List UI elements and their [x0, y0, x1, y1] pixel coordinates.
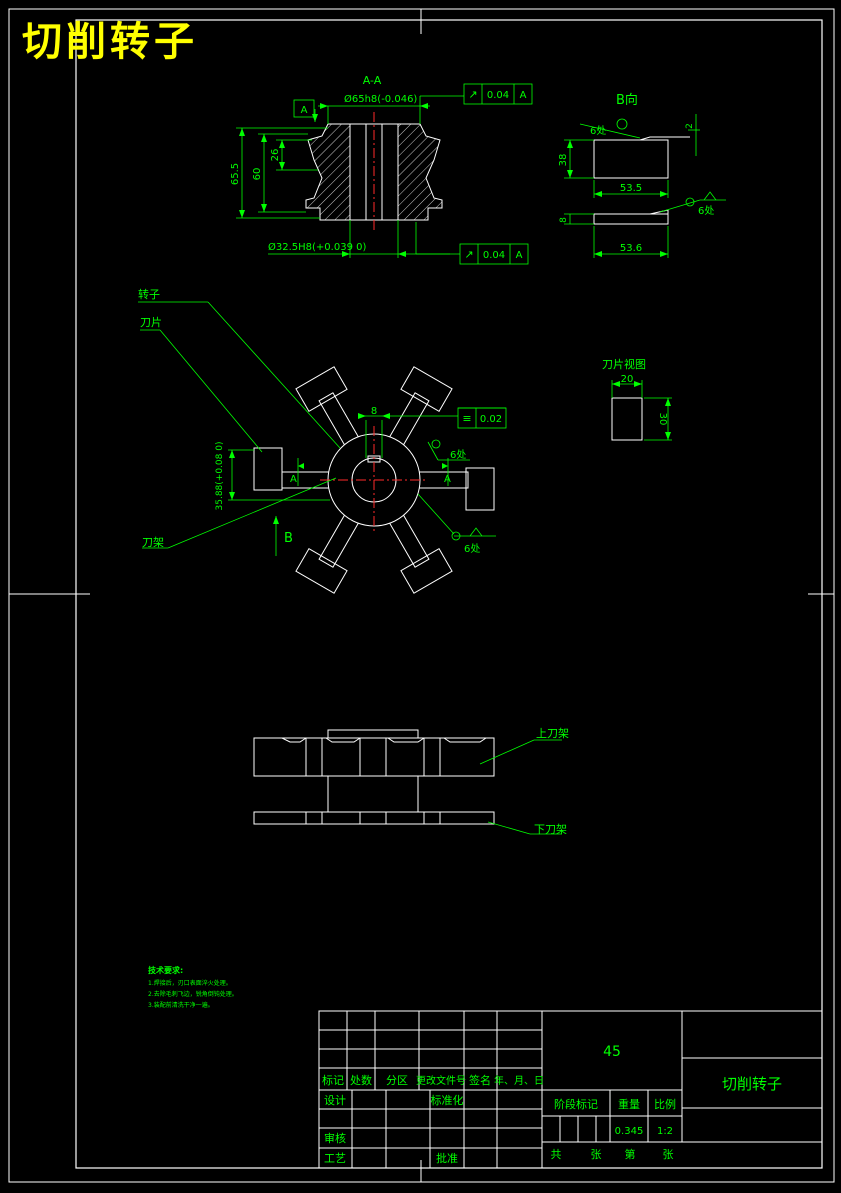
weld-symbol-icon — [685, 197, 695, 207]
tech-req-line: 3.装配前清洗干净一遍。 — [148, 1001, 214, 1009]
svg-text:分区: 分区 — [386, 1074, 408, 1087]
symmetry-icon: ≡ — [462, 412, 471, 425]
runout-icon: ↗ — [464, 248, 473, 261]
runout-icon: ↗ — [468, 88, 477, 101]
section-mark-left: A — [290, 474, 297, 485]
dim-bore: Ø32.5H8(+0.039 0) — [268, 241, 366, 253]
view-dir-b: B — [284, 531, 293, 546]
svg-text:张: 张 — [663, 1148, 674, 1161]
dim-side: 35.88(+0.08 0) — [215, 442, 225, 511]
svg-text:处数: 处数 — [350, 1074, 372, 1087]
callout-lower-holder: 下刀架 — [534, 823, 567, 836]
weld-symbol-icon — [431, 439, 441, 449]
svg-text:标准化: 标准化 — [431, 1093, 464, 1107]
callout-blade: 刀片 — [140, 316, 162, 329]
blade-dim-height: 30 — [657, 413, 668, 426]
svg-text:更改文件号: 更改文件号 — [416, 1074, 466, 1087]
tolerance-frame-bottom: ↗ 0.04 A — [459, 243, 529, 265]
callout-holder: 刀架 — [142, 536, 164, 549]
datum-letter: A — [301, 105, 308, 116]
svg-text:0.04: 0.04 — [487, 90, 509, 101]
svg-text:张: 张 — [591, 1148, 602, 1161]
svg-text:第: 第 — [625, 1147, 636, 1161]
b-view: B向 — [558, 92, 726, 258]
symm-tol-value: 0.02 — [480, 414, 502, 425]
callout-upper-holder: 上刀架 — [536, 727, 569, 740]
section-hatch-left — [305, 123, 351, 221]
svg-text:38: 38 — [558, 154, 569, 167]
svg-text:A: A — [520, 90, 527, 101]
dim-height-60: 60 — [252, 168, 263, 181]
weld-note-1: 6处 — [450, 449, 466, 461]
svg-text:工艺: 工艺 — [324, 1152, 346, 1165]
svg-text:0.04: 0.04 — [483, 250, 505, 261]
section-view-a-a: A-A Ø65h8(-0.046) Ø32.5H8(+0.039 0) 65.5… — [230, 74, 533, 265]
blade-view-label: 刀片视图 — [602, 357, 646, 371]
svg-text:签名: 签名 — [469, 1073, 491, 1087]
svg-text:6处: 6处 — [698, 205, 714, 217]
tech-req-line: 2.去除毛刺飞边，锐角倒钝处理。 — [148, 990, 238, 998]
part-name: 切削转子 — [722, 1075, 782, 1093]
weld-symbol-icon — [616, 118, 628, 130]
svg-text:53.5: 53.5 — [620, 183, 642, 194]
weight-value: 0.345 — [615, 1126, 644, 1137]
blade-dim-width: 20 — [621, 374, 634, 385]
title-block-text: 45 切削转子 标记 处数 分区 更改文件号 签名 年、月、日 设计 标准化 审… — [322, 1044, 782, 1165]
svg-text:批准: 批准 — [436, 1151, 458, 1165]
svg-text:标记: 标记 — [322, 1073, 344, 1087]
dim-outer-dia: Ø65h8(-0.046) — [344, 93, 417, 105]
drawing-title: 切削转子 — [22, 19, 198, 65]
svg-text:设计: 设计 — [324, 1094, 346, 1107]
dim-height-total: 65.5 — [230, 163, 241, 185]
section-hatch-right — [397, 123, 443, 221]
datum-box — [293, 99, 315, 118]
tolerance-frame-top: ↗ 0.04 A — [463, 83, 533, 105]
svg-text:53.6: 53.6 — [620, 243, 642, 254]
title-block — [318, 1010, 823, 1169]
weld-note-2: 6处 — [464, 543, 480, 555]
tech-req-line: 1.焊接后，刃口表面淬火处理。 — [148, 979, 232, 987]
svg-text:比例: 比例 — [654, 1097, 676, 1111]
weld-symbol-icon — [451, 531, 461, 541]
tech-requirements: 技术要求: 1.焊接后，刃口表面淬火处理。 2.去除毛刺飞边，锐角倒钝处理。 3… — [148, 965, 238, 1009]
main-view: 转子 刀片 刀架 8 35.88(+0.08 0) ≡ 0.02 A A B 6… — [138, 287, 507, 594]
tech-req-heading: 技术要求: — [148, 965, 183, 975]
callout-rotor: 转子 — [138, 287, 160, 301]
svg-text:6处: 6处 — [590, 125, 606, 137]
svg-text:8: 8 — [559, 217, 569, 223]
dim-key: 8 — [371, 406, 377, 417]
svg-text:2: 2 — [685, 123, 695, 129]
blade-view: 刀片视图 20 30 — [602, 357, 672, 441]
svg-text:年、月、日: 年、月、日 — [494, 1074, 544, 1087]
svg-text:A: A — [516, 250, 523, 261]
svg-text:阶段标记: 阶段标记 — [554, 1097, 598, 1111]
svg-text:审核: 审核 — [324, 1131, 346, 1145]
side-view — [253, 729, 495, 825]
material: 45 — [603, 1044, 621, 1060]
section-mark-right: A — [444, 474, 451, 485]
scale-value: 1:2 — [657, 1126, 673, 1137]
section-label: A-A — [363, 74, 382, 87]
dim-height-26: 26 — [270, 149, 281, 162]
svg-text:共: 共 — [551, 1148, 562, 1161]
b-view-label: B向 — [616, 92, 638, 108]
svg-text:重量: 重量 — [618, 1097, 640, 1111]
